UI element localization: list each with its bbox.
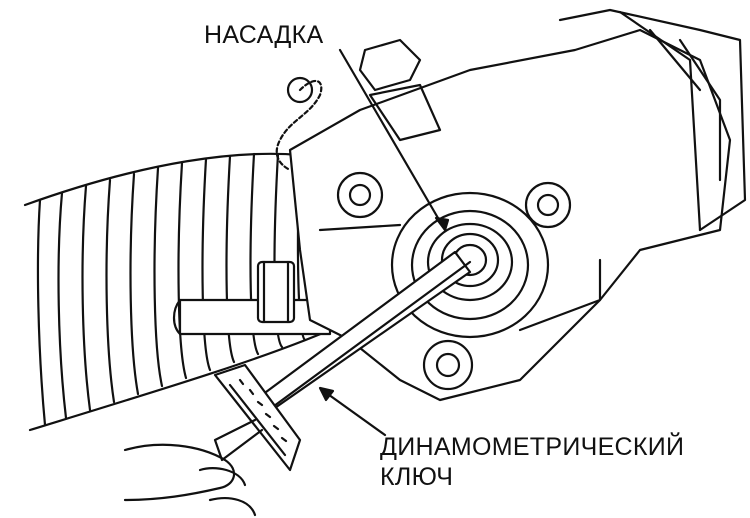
tie-rod-adjuster [172,260,332,336]
hands [123,443,257,517]
nozzle-callout [338,48,450,232]
torque-wrench [213,250,472,472]
nozzle-label: НАСАДКА [204,21,324,49]
torque-wrench-label-line2: КЛЮЧ [380,463,454,491]
torque-wrench-label-line1: ДИНАМОМЕТРИЧЕСКИЙ [380,433,685,461]
torque-wrench-label: ДИНАМОМЕТРИЧЕСКИЙ КЛЮЧ [380,432,684,492]
torque-wrench-callout [318,386,387,437]
